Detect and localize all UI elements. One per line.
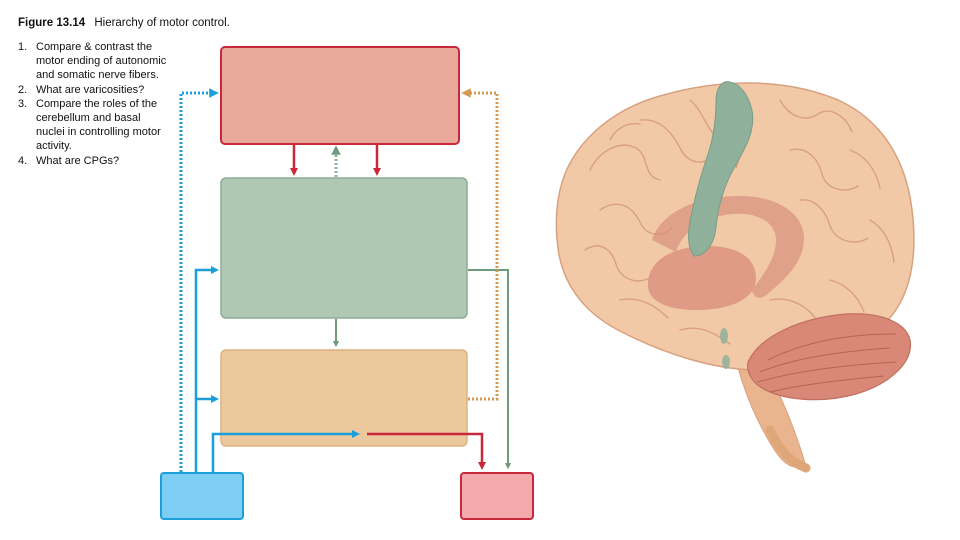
figure-number: Figure 13.14: [18, 17, 86, 29]
question-item: 3. Compare the roles of the cerebellum an…: [18, 97, 170, 154]
question-number: 1.: [18, 41, 28, 53]
spinal-cord-segment: [765, 425, 811, 473]
cerebellum-folia: [757, 333, 897, 393]
precommand-level-box: [220, 46, 460, 145]
question-text: What are varicosities?: [36, 83, 145, 96]
projection-to-motor-output-arrow: [468, 269, 512, 470]
primary-motor-cortex: [688, 81, 754, 257]
segmental-feedback-to-precommand-arrow: [461, 88, 499, 401]
figure-caption: Hierarchy of motor control.: [94, 17, 230, 29]
motor-pathway-marker: [722, 355, 730, 369]
figure-title: Figure 13.14 Hierarchy of motor control.: [18, 17, 230, 29]
question-text: Compare & contrast the motor ending of a…: [36, 41, 167, 82]
question-number: 3.: [18, 97, 28, 110]
sensory-to-projection-arrow: [194, 265, 220, 472]
question-text: Compare the roles of the cerebellum and …: [36, 97, 161, 153]
question-number: 2.: [18, 83, 28, 96]
question-item: 1. Compare & contrast the motor ending of…: [18, 40, 170, 83]
question-list: 1. Compare & contrast the motor ending of…: [18, 40, 170, 168]
sensory-input-box: [160, 472, 244, 520]
sensory-feedback-to-precommand-arrow: [179, 88, 219, 472]
question-item: 2. What are varicosities?: [18, 83, 170, 97]
projection-level-box: [220, 177, 468, 319]
question-text: What are CPGs?: [36, 154, 120, 167]
question-number: 4.: [18, 154, 28, 167]
motor-output-box: [460, 472, 534, 520]
putamen: [647, 246, 756, 310]
question-item: 4. What are CPGs?: [18, 154, 170, 168]
cerebrum: [555, 82, 915, 371]
segmental-level-box: [220, 349, 468, 447]
sensory-to-segmental-circuit-arrow: [211, 429, 361, 472]
segmental-to-motor-output-arrow: [367, 432, 487, 471]
brain-illustration: [555, 81, 915, 473]
motor-pathway-marker: [720, 328, 728, 344]
